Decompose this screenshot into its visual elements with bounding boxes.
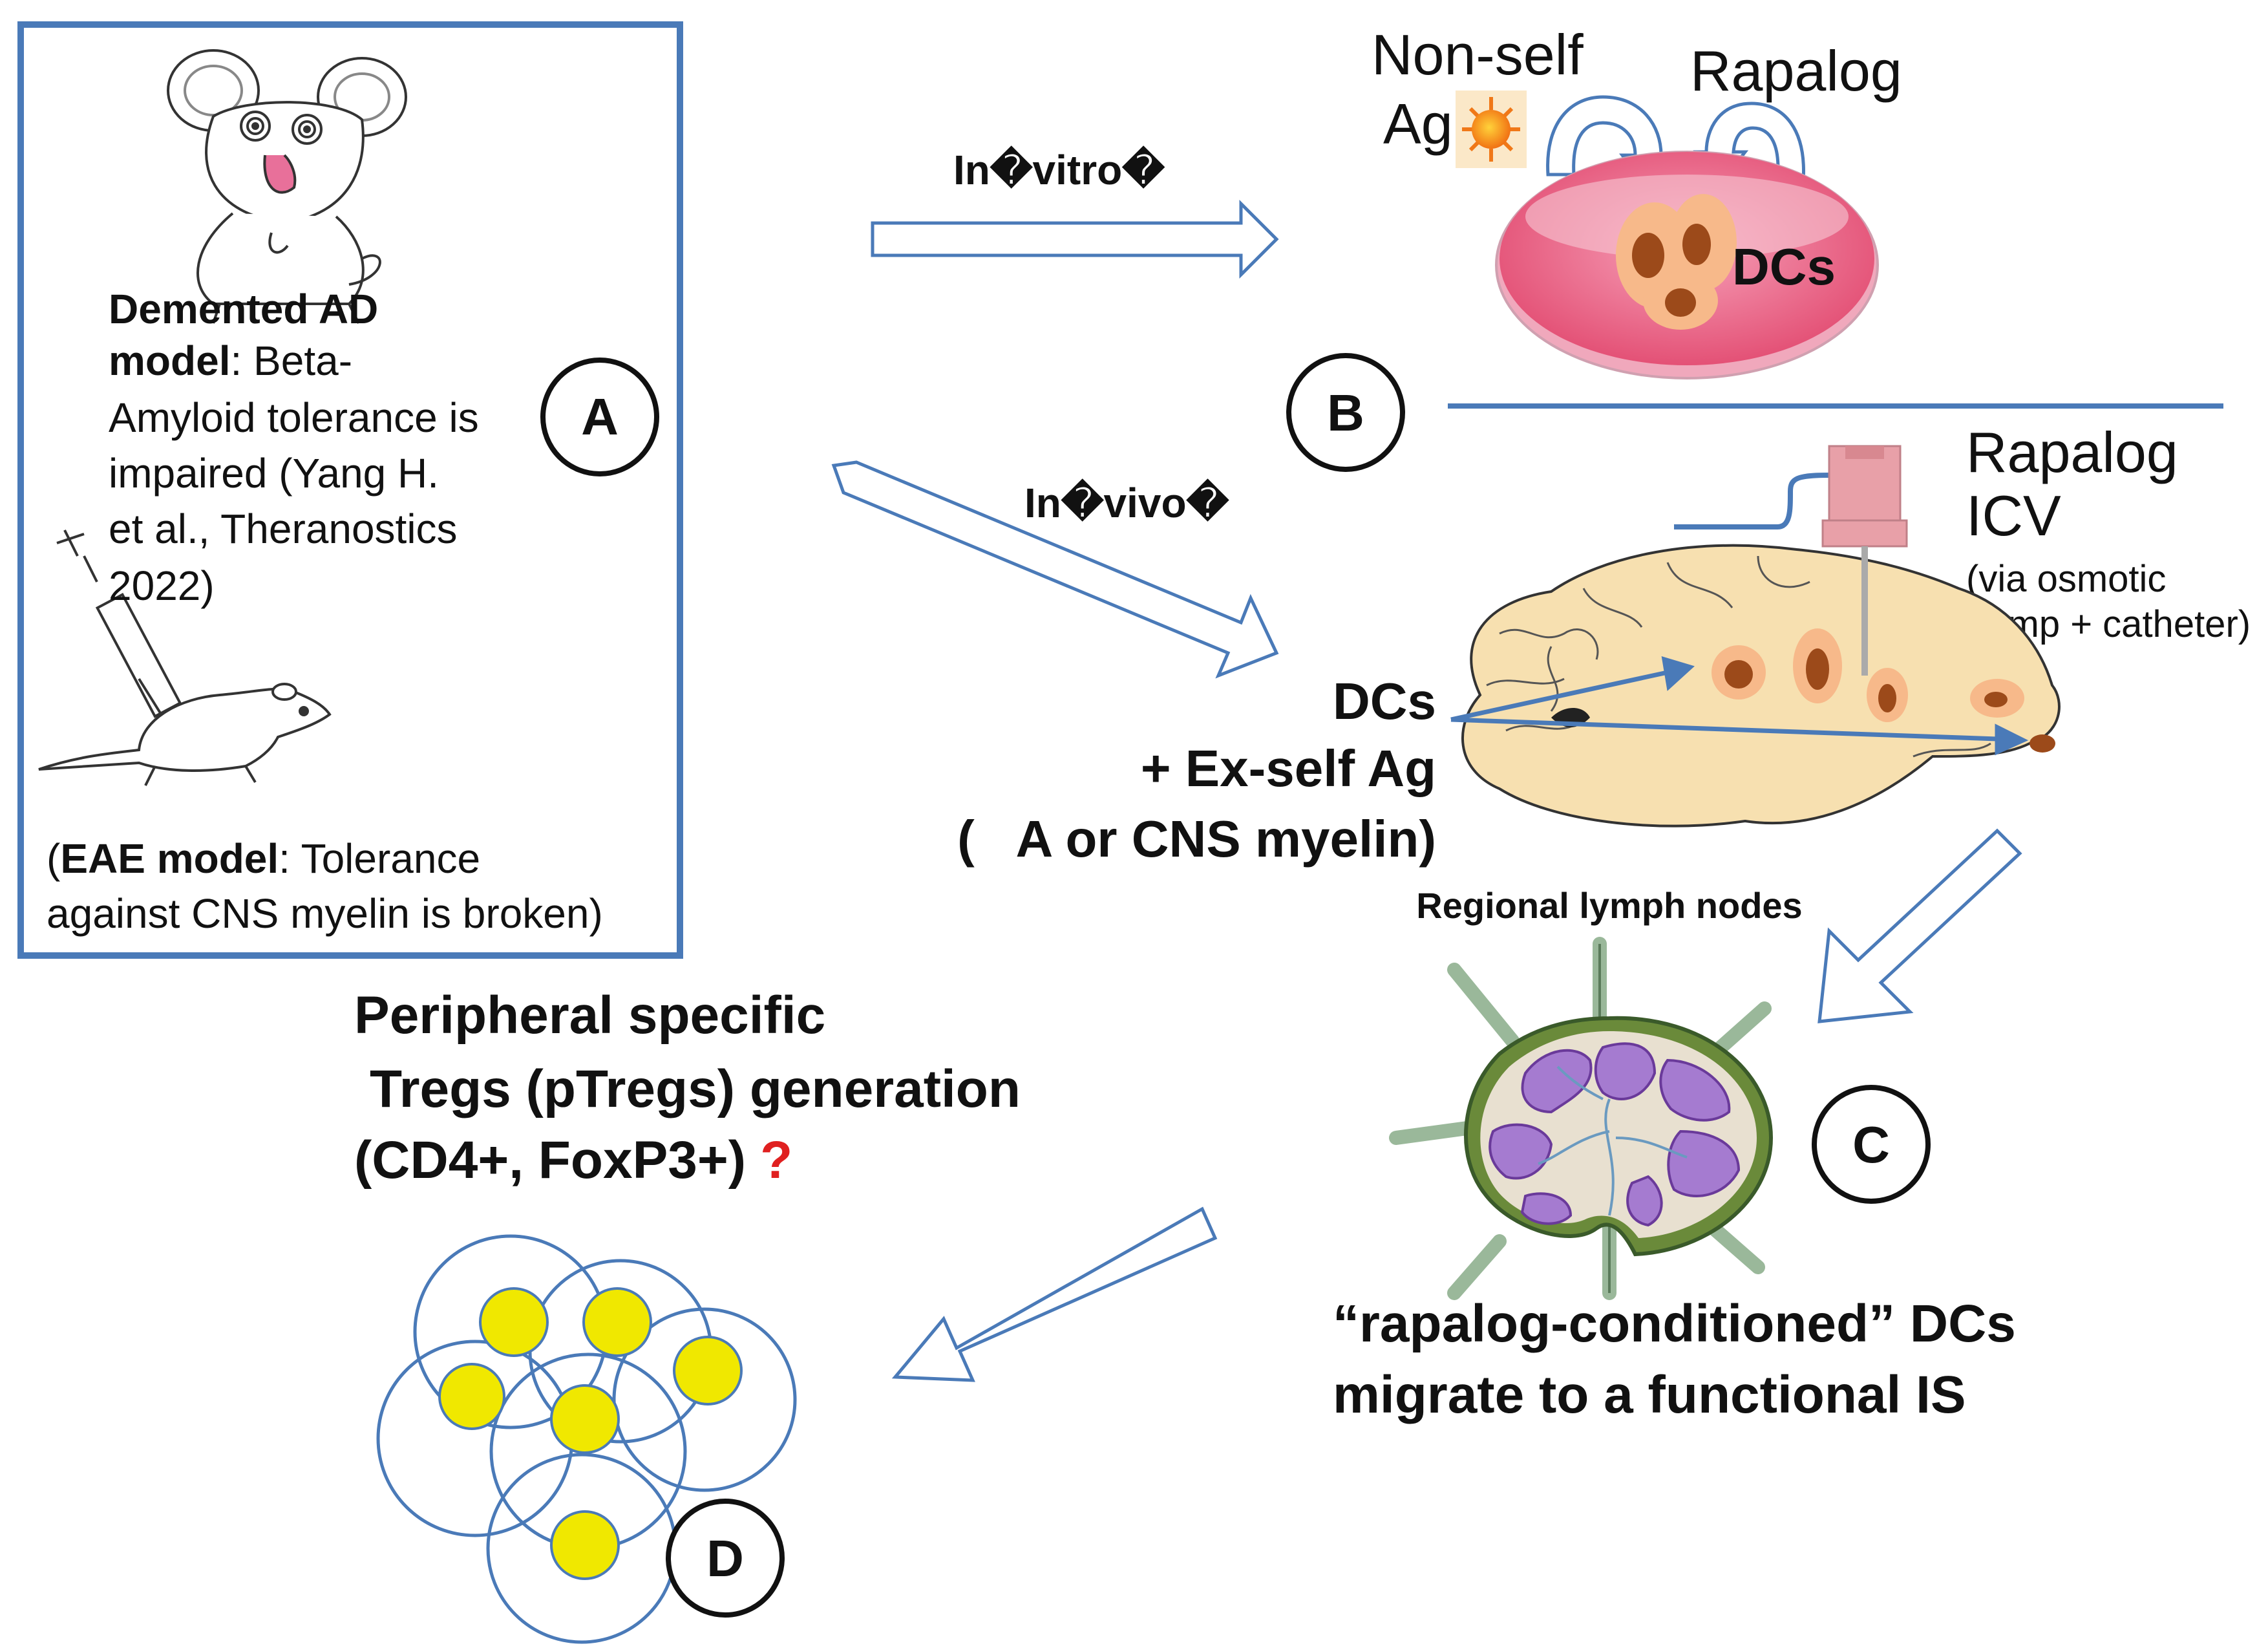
ad-model-line5: et al., Theranostics xyxy=(109,506,458,552)
panel-c-label: C xyxy=(1852,1116,1890,1173)
dc-injection-arrows xyxy=(1450,656,2029,756)
via-pump-line1: (via osmotic xyxy=(1966,558,2166,600)
ad-model-title: Demented AD xyxy=(109,286,378,332)
syringe-icon xyxy=(56,529,182,732)
rapalog-label-b: Rapalog xyxy=(1690,39,1902,103)
rapalog-conditioned-caption-line2: migrate to a functional IS xyxy=(1333,1365,1966,1424)
rapalog-conditioned-caption-line1: “rapalog-conditioned” DCs xyxy=(1333,1294,2016,1353)
demented-mouse-icon xyxy=(167,49,407,324)
nonself-label-line1: Non-self xyxy=(1372,23,1584,87)
panel-a-frame xyxy=(17,21,683,959)
icv-label: ICV xyxy=(1966,484,2061,548)
ad-model-line2: model: Beta- xyxy=(109,337,352,384)
abeta-label: ( A or CNS myelin) xyxy=(957,810,1436,868)
eae-model-line2: against CNS myelin is broken) xyxy=(47,890,603,937)
panel-a-label-circle xyxy=(540,358,659,476)
in-vitro-arrow xyxy=(871,199,1279,279)
lymph-nodes-title: Regional lymph nodes xyxy=(1416,885,1802,926)
in-vitro-label: In�vitro� xyxy=(953,145,1165,193)
in-vivo-arrow xyxy=(831,460,1279,679)
brain-dc-cells xyxy=(1712,628,2055,753)
dish-dc-cells xyxy=(1616,194,1737,330)
ad-model-line4: impaired (Yang H. xyxy=(109,450,439,497)
rapalog-label-icv: Rapalog xyxy=(1966,420,2178,484)
to-lymph-node-arrow xyxy=(1818,828,2022,1023)
panel-d-label-circle xyxy=(666,1499,785,1618)
ptregs-title-line2: Tregs (pTregs) generation xyxy=(370,1060,1021,1118)
eae-model-line1: (EAE model: Tolerance xyxy=(47,835,480,882)
panel-a-label: A xyxy=(581,388,619,445)
ad-model-line6: 2022) xyxy=(109,562,215,609)
exself-ag-label: + Ex-self Ag xyxy=(1141,740,1436,797)
treg-cells-cluster xyxy=(376,1234,797,1644)
eae-mouse-icon xyxy=(38,683,332,786)
panel-b-label-circle xyxy=(1286,353,1405,472)
lymph-node-icon xyxy=(1389,937,1774,1300)
dcs-label-invivo: DCs xyxy=(1333,672,1436,730)
dcs-label-b: DCs xyxy=(1732,238,1836,295)
ad-model-line3: Amyloid tolerance is xyxy=(109,394,479,441)
panel-b-label: B xyxy=(1327,384,1364,442)
in-vivo-label: In�vivo� xyxy=(1024,478,1230,526)
ptregs-title-line1: Peripheral specific xyxy=(354,986,825,1045)
ptregs-title-line3: (CD4+, FoxP3+)? xyxy=(354,1131,792,1190)
antigen-icon xyxy=(1456,91,1527,168)
to-tregs-arrow xyxy=(891,1206,1218,1382)
question-mark: ? xyxy=(760,1131,792,1190)
nonself-label-line2: Ag xyxy=(1383,92,1453,156)
panel-d-label: D xyxy=(706,1530,744,1587)
panel-c-label-circle xyxy=(1812,1085,1931,1204)
osmotic-pump-icon xyxy=(1674,445,1908,676)
